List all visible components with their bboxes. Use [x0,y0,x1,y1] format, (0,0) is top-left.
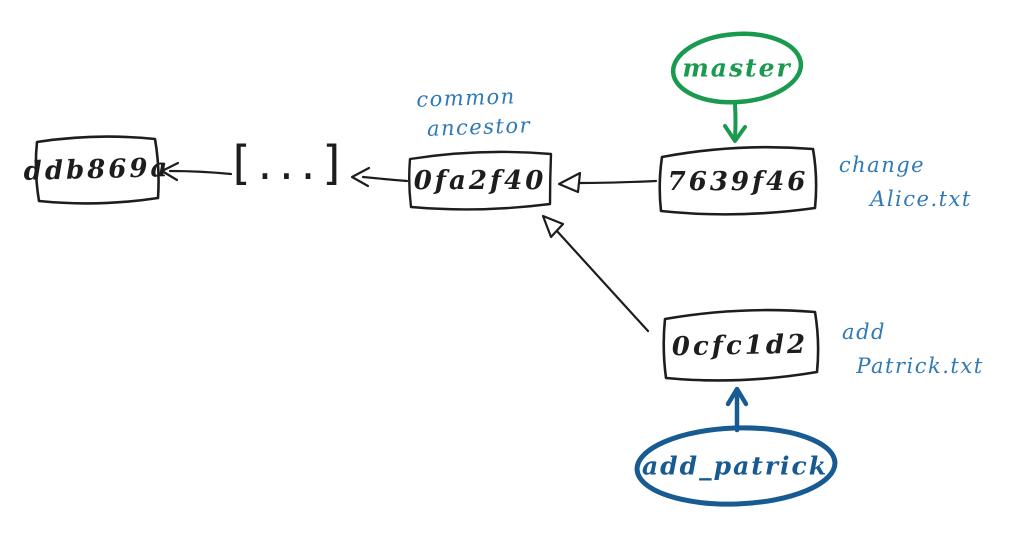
commit-box-ddb869a [34,135,160,205]
commit-box-0cfc1d2 [662,308,820,382]
commit-id-7639f46: 7639f46 [667,167,809,197]
annotation-common: common [415,84,517,112]
arrow-ellipsis-to-ddb869a [160,161,233,182]
branch-label-master: master [682,53,792,83]
annotation-change: change [838,153,926,177]
annotation-ancestor: ancestor [426,113,532,141]
annotation-add: add [842,320,886,344]
commit-id-0fa2f40: 0fa2f40 [413,166,547,196]
annotation-patrick-txt: Patrick.txt [856,354,984,378]
branch-label-add-patrick: add_patrick [641,451,829,481]
commit-id-0cfc1d2: 0cfc1d2 [671,329,809,363]
arrow-0fa2f40-to-ellipsis [350,166,409,188]
annotation-alice-txt: Alice.txt [870,187,972,211]
commit-box-0fa2f40 [408,150,553,211]
commit-box-7639f46 [658,145,818,216]
commit-id-ddb869a: ddb869a [23,153,171,187]
master-arrow [723,102,747,143]
arrow-7639f46-to-0fa2f40 [557,171,658,194]
master-branch-bubble [670,31,804,143]
arrow-0cfc1d2-to-0fa2f40 [541,214,650,333]
add-patrick-branch-bubble [634,386,838,507]
add-patrick-arrow [725,386,749,433]
commit-node-ellipsis: [...] [232,136,348,190]
